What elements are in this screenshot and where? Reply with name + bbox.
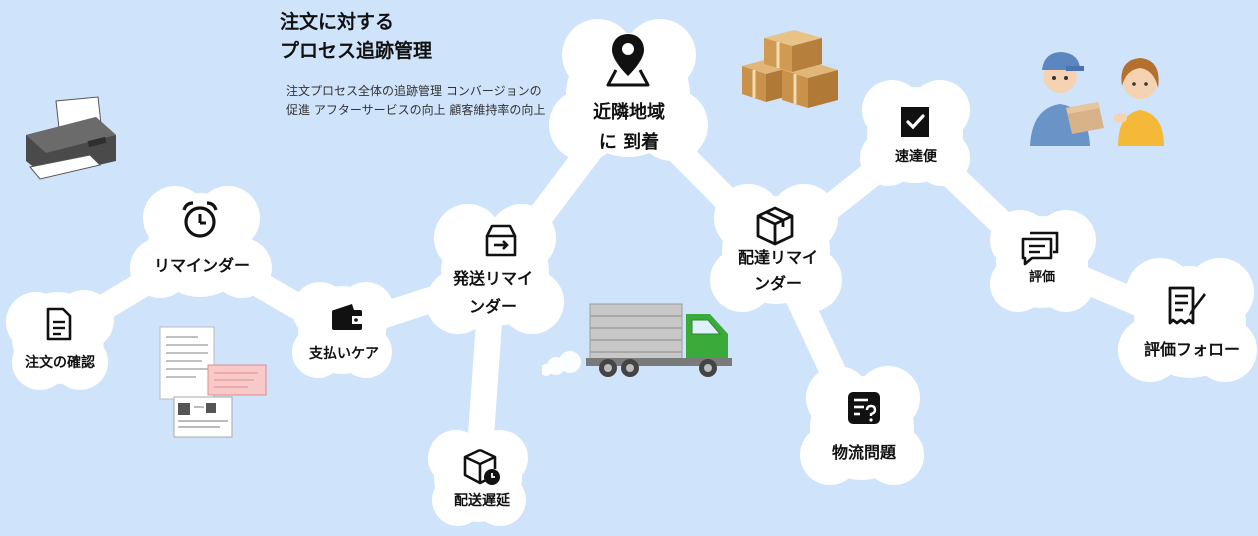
node-reminder: リマインダー [153, 256, 251, 275]
question-doc-icon [848, 392, 880, 424]
node-ship-delay: 配送遅延 [454, 493, 510, 509]
title-line-2: プロセス追跡管理 [280, 40, 433, 62]
chat-icon [1021, 231, 1059, 266]
alarm-clock-icon [182, 201, 218, 238]
node-delivery-reminder: 配達リマイ ンダー [738, 245, 818, 297]
node-logistics-issue: 物流問題 [831, 443, 897, 462]
node-review: 評価 [1028, 270, 1056, 285]
node-ship-reminder-line-2: ンダー [468, 297, 518, 316]
checkbox-icon [901, 107, 929, 137]
delivery-person-icon [1030, 52, 1164, 146]
cloud-review [990, 210, 1096, 312]
node-arrival-line-1: 近隣地域 [593, 102, 665, 123]
node-ship-reminder-line-1: 発送リマイ [452, 269, 534, 288]
title-line-1: 注文に対する [280, 11, 395, 33]
truck-icon [542, 303, 732, 377]
node-express: 速達便 [895, 149, 937, 165]
shipping-box-icon [485, 224, 517, 257]
cardboard-boxes-icon [742, 30, 838, 108]
invoice-papers-icon [159, 326, 267, 438]
page-title: 注文に対する プロセス追跡管理 [280, 8, 432, 66]
node-order-confirm: 注文の確認 [25, 355, 95, 371]
description: 注文プロセス全体の追跡管理 コンバージョンの促進 アフターサービスの向上 顧客維… [286, 84, 546, 117]
package-icon [756, 206, 794, 246]
node-arrival: 近隣地域 に 到着 [593, 98, 665, 158]
node-payment-care: 支払いケア [309, 346, 379, 362]
printer-icon [26, 96, 116, 180]
box-clock-icon [463, 448, 500, 485]
map-pin-icon [606, 34, 650, 87]
node-delivery-reminder-line-1: 配達リマイ [737, 248, 819, 267]
node-delivery-reminder-line-2: ンダー [753, 274, 803, 293]
document-icon [46, 307, 72, 341]
node-ship-reminder: 発送リマイ ンダー [453, 265, 533, 321]
edit-doc-icon [1168, 286, 1206, 325]
cloud-ship-delay [428, 430, 528, 526]
node-review-follow: 評価フォロー [1143, 340, 1241, 359]
wallet-icon [332, 304, 362, 330]
cloud-delivery-reminder [710, 184, 842, 312]
cloud-logistics [800, 366, 924, 485]
node-arrival-line-2: に 到着 [598, 132, 660, 153]
